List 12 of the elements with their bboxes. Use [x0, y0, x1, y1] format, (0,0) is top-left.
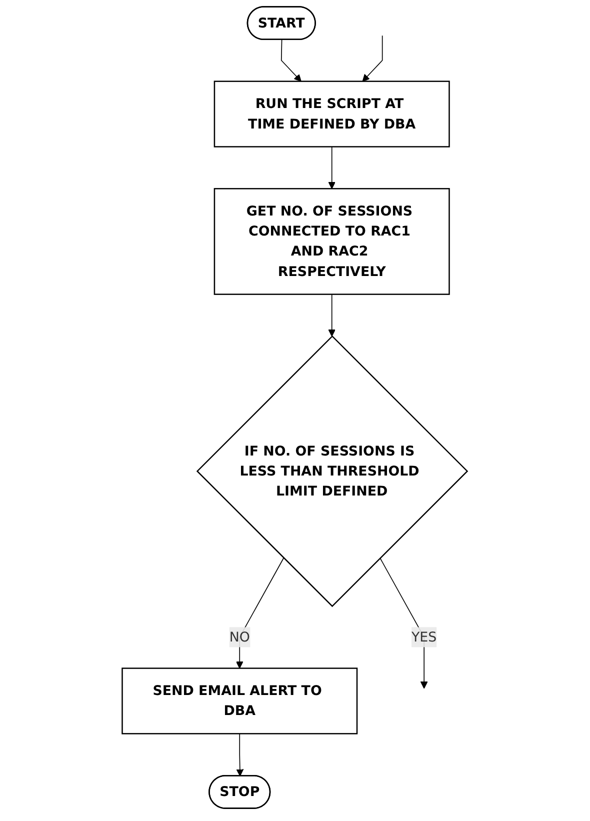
edge-label: NO	[230, 628, 250, 645]
arrow	[236, 733, 244, 776]
node-diamond: IF NO. OF SESSIONS IS LESS THAN THRESHOLD LIMIT DEFINED	[196, 335, 468, 608]
node-box: GET NO. OF SESSIONS CONNECTED TO RAC1 AND RAC2 RESPECTIVELY	[214, 188, 450, 295]
arrow	[328, 146, 336, 189]
arrow	[236, 558, 284, 669]
edge-label: YES	[412, 628, 437, 645]
arrow	[328, 294, 336, 337]
arrow	[362, 35, 383, 82]
node-box: SEND EMAIL ALERT TO DBA	[122, 668, 358, 734]
arrow	[281, 39, 302, 82]
node-box: RUN THE SCRIPT AT TIME DEFINED BY DBA	[214, 80, 450, 148]
